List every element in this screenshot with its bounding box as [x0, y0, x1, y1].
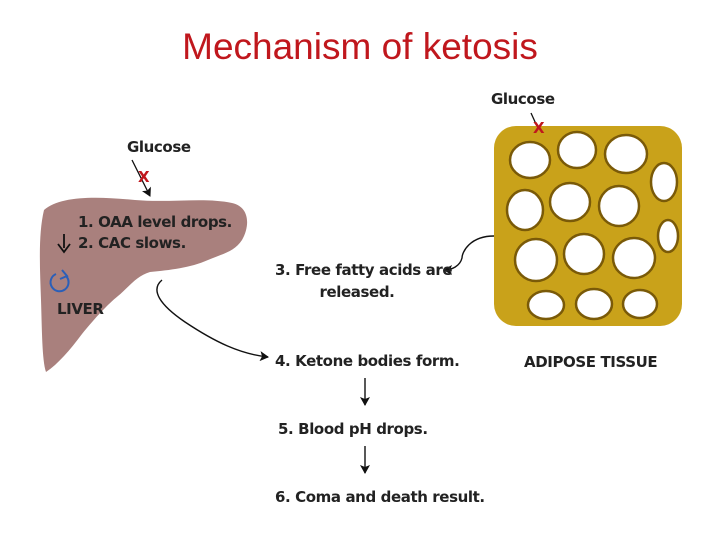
liver-step-2: 2. CAC slows.: [78, 234, 186, 252]
adipose-blocked-mark: X: [533, 119, 545, 137]
page-title: Mechanism of ketosis: [182, 26, 538, 67]
step-6: 6. Coma and death result.: [275, 488, 485, 506]
curved-arrow-icon: [156, 279, 269, 362]
adipose-glucose-label: Glucose: [491, 90, 555, 108]
cycle-icon: [49, 269, 70, 293]
down-arrow-icon: [57, 234, 71, 254]
liver-glucose-label: Glucose: [127, 138, 191, 156]
liver-blocked-mark: X: [138, 168, 150, 186]
step-3-line-1: 3. Free fatty acids are: [275, 261, 453, 279]
adipose-tissue-label: ADIPOSE TISSUE: [524, 353, 658, 371]
liver-label: LIVER: [57, 300, 104, 318]
step-5: 5. Blood pH drops.: [278, 420, 428, 438]
liver-shape: [39, 197, 248, 372]
liver-step-1: 1. OAA level drops.: [78, 213, 232, 231]
liver-glucose-arrow: [131, 159, 151, 197]
ffa-arrow: [443, 235, 495, 275]
step-4: 4. Ketone bodies form.: [275, 352, 460, 370]
step-3-line-2: released.: [319, 283, 395, 301]
adipose-tissue-image: [494, 126, 682, 326]
